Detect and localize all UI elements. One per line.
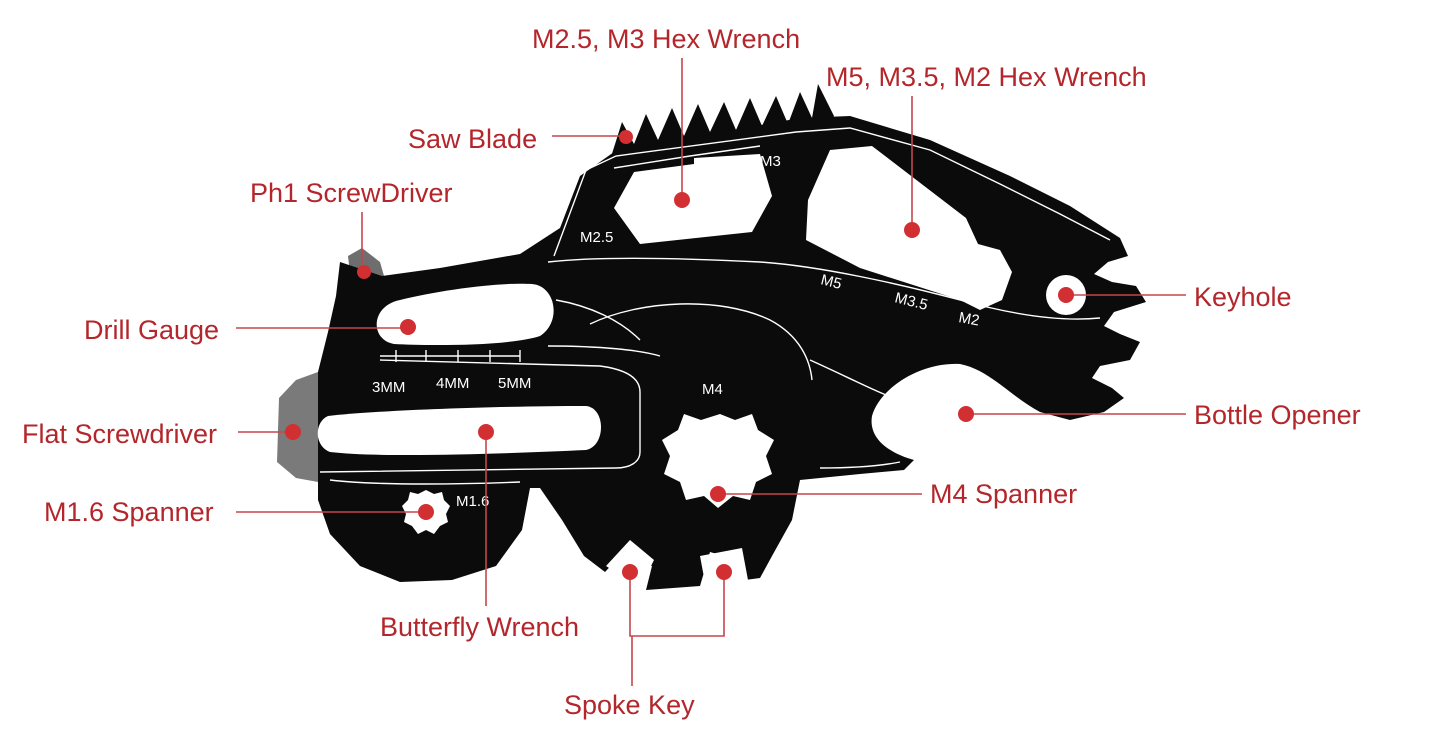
marker-hex-m25-m3 xyxy=(674,192,690,208)
label-bottle-opener: Bottle Opener xyxy=(1194,400,1361,430)
marker-ph1 xyxy=(357,265,371,279)
marker-keyhole xyxy=(1058,287,1074,303)
marker-bottle-opener xyxy=(958,406,974,422)
leader-lines xyxy=(236,58,1186,686)
label-keyhole: Keyhole xyxy=(1194,282,1292,312)
callout-labels: M2.5, M3 Hex Wrench M5, M3.5, M2 Hex Wre… xyxy=(22,24,1361,720)
marker-flat-screwdriver xyxy=(285,424,301,440)
marker-m16 xyxy=(418,504,434,520)
marker-spoke-right xyxy=(716,564,732,580)
engrave-m3: M3 xyxy=(760,153,781,170)
marker-saw-blade xyxy=(619,130,633,144)
hex-wrench-m25-m3-cutout xyxy=(614,154,772,244)
label-m16-spanner: M1.6 Spanner xyxy=(44,497,214,527)
engrave-m16: M1.6 xyxy=(456,493,489,510)
engrave-m2: M2 xyxy=(957,309,980,329)
engraved-labels: M3 M2.5 M5 M3.5 M2 3MM 4MM 5MM M4 M1.6 xyxy=(372,153,981,510)
label-butterfly-wrench: Butterfly Wrench xyxy=(380,612,579,642)
label-hex-m25-m3: M2.5, M3 Hex Wrench xyxy=(532,24,800,54)
engraved-outlines xyxy=(319,127,1111,485)
marker-drill-gauge xyxy=(400,319,416,335)
label-ph1-screwdriver: Ph1 ScrewDriver xyxy=(250,178,453,208)
label-flat-screwdriver: Flat Screwdriver xyxy=(22,419,217,449)
butterfly-wrench-slot xyxy=(317,406,601,456)
m4-spanner-cutout xyxy=(662,414,774,508)
marker-butterfly xyxy=(478,424,494,440)
marker-spoke-left xyxy=(622,564,638,580)
engrave-5mm: 5MM xyxy=(498,375,531,392)
engrave-m5: M5 xyxy=(819,271,843,293)
label-spoke-key: Spoke Key xyxy=(564,690,695,720)
label-hex-m5-m35-m2: M5, M3.5, M2 Hex Wrench xyxy=(826,62,1147,92)
label-drill-gauge: Drill Gauge xyxy=(84,315,219,345)
marker-m4 xyxy=(710,486,726,502)
engrave-3mm: 3MM xyxy=(372,379,405,396)
marker-dots xyxy=(285,130,1074,580)
engrave-4mm: 4MM xyxy=(436,375,469,392)
label-m4-spanner: M4 Spanner xyxy=(930,479,1077,509)
label-saw-blade: Saw Blade xyxy=(408,124,537,154)
marker-hex-m5 xyxy=(904,222,920,238)
engrave-m4: M4 xyxy=(702,381,723,398)
drill-gauge-ticks xyxy=(380,350,521,362)
engrave-m25: M2.5 xyxy=(580,229,613,246)
drill-gauge-slot xyxy=(376,283,554,346)
